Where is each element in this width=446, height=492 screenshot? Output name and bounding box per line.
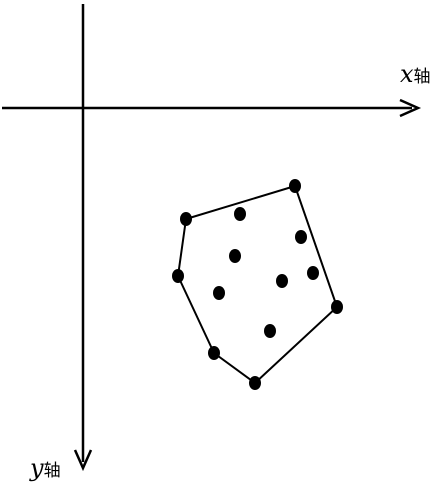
x-axis-variable: x	[400, 60, 414, 88]
interior-point	[276, 274, 288, 288]
convex-hull	[176, 184, 339, 385]
interior-point	[295, 230, 307, 244]
hull-vertices	[172, 179, 343, 390]
interior-point	[307, 266, 319, 280]
hull-point	[172, 269, 184, 283]
hull-point	[289, 179, 301, 193]
y-axis-arrowhead	[73, 449, 93, 472]
interior-point	[264, 324, 276, 338]
x-axis-arrowhead	[399, 98, 422, 118]
hull-point	[249, 376, 261, 390]
interior-points	[213, 207, 319, 338]
y-axis-suffix: 轴	[43, 461, 61, 481]
interior-point	[234, 207, 246, 221]
hull-point	[208, 346, 220, 360]
x-axis-suffix: 轴	[413, 67, 431, 87]
interior-point	[213, 286, 225, 300]
interior-point	[229, 249, 241, 263]
y-axis-label: y轴	[30, 456, 61, 480]
hull-point	[180, 212, 192, 226]
x-axis-label: x轴	[400, 62, 431, 86]
y-axis-variable: y	[30, 454, 44, 482]
hull-point	[331, 300, 343, 314]
